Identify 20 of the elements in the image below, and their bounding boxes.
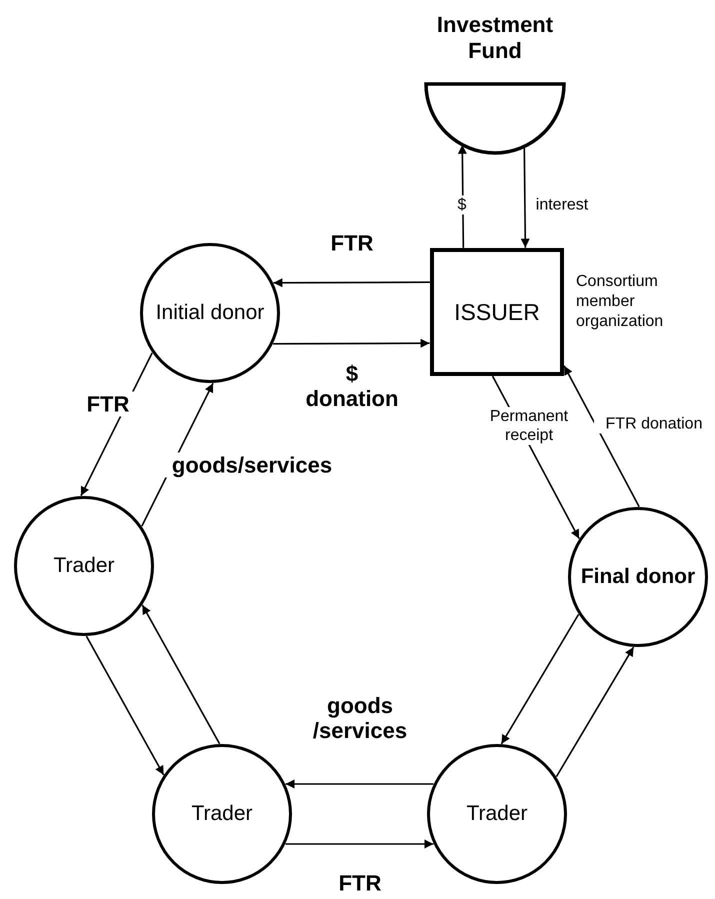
node-label: Initial donor (154, 301, 266, 325)
arrow (500, 614, 580, 744)
arrow (86, 636, 164, 776)
node-label: Trader (52, 554, 116, 578)
arrow (563, 365, 640, 508)
arrow (142, 604, 220, 744)
arrow (273, 338, 430, 348)
issuer-box (430, 248, 564, 376)
node-caption: Consortium member organization (576, 272, 664, 332)
node-label: Trader (190, 802, 254, 826)
edge-label: $ (455, 196, 469, 214)
node-label: Final donor (580, 565, 696, 589)
node-label: Trader (465, 802, 529, 826)
arrow (520, 146, 530, 248)
fund-label: Investment Fund (436, 12, 554, 64)
node-label: ISSUER (453, 299, 541, 325)
arrow (286, 840, 434, 848)
arrow (556, 646, 634, 778)
arrow (273, 278, 430, 288)
arrow (286, 780, 434, 788)
